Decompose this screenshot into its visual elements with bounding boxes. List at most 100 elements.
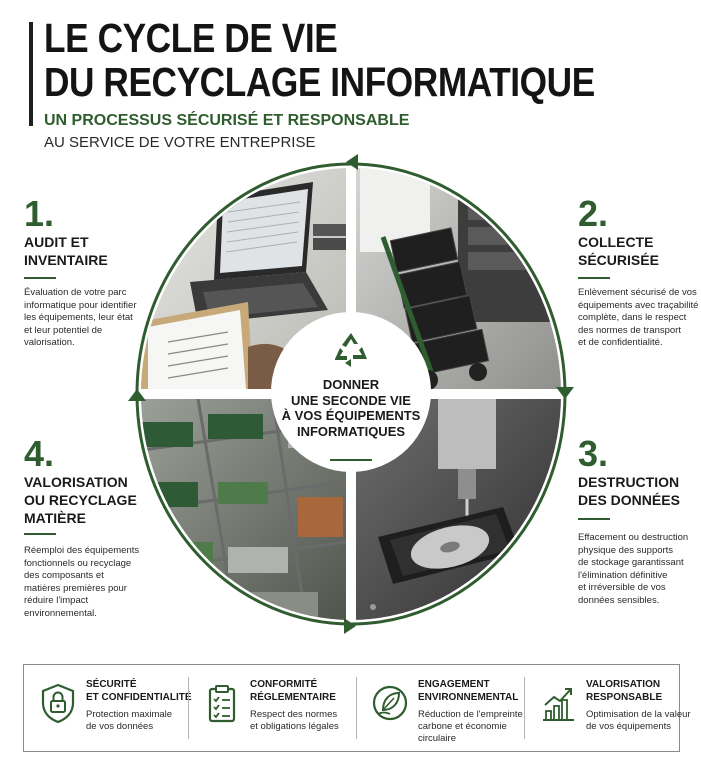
feature-desc-line: Optimisation de la valeur	[586, 709, 691, 720]
page-subtitle-secondary: AU SERVICE DE VOTRE ENTREPRISE	[44, 134, 316, 151]
step-3-number: 3.	[578, 433, 609, 474]
feature-desc-line: de vos équipements	[586, 721, 672, 732]
step-1-title: AUDIT ET INVENTAIRE	[24, 233, 108, 269]
center-divider	[330, 459, 372, 461]
feature-title: CONFORMITÉ RÉGLEMENTAIRE	[250, 678, 336, 704]
step-3-title: DESTRUCTION DES DONNÉES	[578, 473, 680, 509]
feature-title: ENGAGEMENT ENVIRONNEMENTAL	[418, 678, 518, 704]
step-4-title-line: OU RECYCLAGE	[24, 492, 137, 508]
center-message-line: À VOS ÉQUIPEMENTS	[281, 408, 421, 423]
page-subtitle-primary: UN PROCESSUS SÉCURISÉ ET RESPONSABLE	[44, 112, 410, 129]
step-2-desc-line: complète, dans le respect	[578, 312, 687, 323]
step-2-title-line: SÉCURISÉE	[578, 252, 659, 268]
center-message: DONNER UNE SECONDE VIE À VOS ÉQUIPEMENTS…	[271, 377, 431, 439]
step-4-title: VALORISATION OU RECYCLAGE MATIÈRE	[24, 473, 137, 527]
feature-desc-line: Respect des normes	[250, 709, 338, 720]
step-3-desc-line: de stockage garantissant	[578, 557, 684, 568]
step-2-divider	[578, 277, 610, 279]
padlock-shield-icon	[41, 683, 75, 723]
feature-desc-line: de vos données	[86, 721, 154, 732]
feature-security: SÉCURITÉ ET CONFIDENTIALITÉ Protection m…	[24, 665, 192, 751]
step-3-desc-line: l'élimination définitive	[578, 569, 668, 581]
step-3-desc-line: Effacement ou destruction	[578, 532, 689, 543]
step-1-desc-line: et leur potentiel de	[24, 324, 103, 336]
step-1-desc-line: Évaluation de votre parc	[24, 287, 127, 298]
step-4-desc-line: Réemploi des équipements	[24, 545, 140, 556]
step-4-desc-line: matières premières pour	[24, 582, 127, 594]
laptop-checklist-photo	[141, 168, 346, 389]
step-1-desc-line: les équipements, leur état	[24, 312, 133, 323]
feature-title-line: CONFORMITÉ	[250, 679, 318, 690]
page-title: LE CYCLE DE VIE DU RECYCLAGE INFORMATIQU…	[44, 16, 595, 104]
feature-description: Protection maximale de vos données	[86, 709, 172, 733]
clipboard-checklist-icon	[208, 685, 236, 723]
step-4-desc-line: réduire l'impact	[24, 595, 89, 606]
step-4-number: 4.	[24, 433, 55, 474]
recycle-icon	[335, 333, 367, 367]
step-4-desc-line: environnemental.	[24, 607, 97, 619]
features-panel: SÉCURITÉ ET CONFIDENTIALITÉ Protection m…	[23, 664, 691, 752]
step-1-description: Évaluation de votre parc informatique po…	[24, 287, 136, 350]
step-3-description: Effacement ou destruction physique des s…	[578, 532, 688, 607]
step-2-number: 2.	[578, 193, 609, 234]
page-title-line-1: LE CYCLE DE VIE	[44, 15, 338, 61]
step-1-number: 1.	[24, 193, 55, 234]
feature-divider	[524, 677, 525, 739]
step-4-divider	[24, 533, 56, 535]
step-2-title: COLLECTE SÉCURISÉE	[578, 233, 659, 269]
step-3-title-line: DESTRUCTION	[578, 474, 680, 490]
step-1-desc-line: valorisation.	[24, 337, 75, 348]
step-2-description: Enlèvement sécurisé de vos équipements a…	[578, 287, 698, 350]
step-4-desc-line: des composants et	[24, 570, 104, 581]
step-3-divider	[578, 518, 610, 520]
step-4-title-line: VALORISATION	[24, 474, 128, 490]
feature-title-line: ENVIRONNEMENTAL	[418, 692, 519, 703]
step-3-desc-line: et irréversible de vos	[578, 582, 666, 593]
feature-title-line: RESPONSABLE	[586, 692, 663, 703]
center-message-line: INFORMATIQUES	[296, 423, 406, 439]
arrow-icon-top	[346, 154, 358, 170]
step-4-description: Réemploi des équipements fonctionnels ou…	[24, 545, 139, 620]
feature-desc-line: Réduction de l'empreinte	[418, 709, 523, 720]
feature-title-line: VALORISATION	[586, 679, 661, 690]
step-3-desc-line: données sensibles.	[578, 594, 660, 606]
feature-desc-line: Protection maximale	[86, 709, 173, 720]
leaf-hand-icon	[372, 685, 408, 721]
feature-desc-line: carbone et économie	[418, 721, 507, 732]
step-2-desc-line: Enlèvement sécurisé de vos	[578, 287, 697, 298]
feature-title-line: ENGAGEMENT	[418, 679, 490, 690]
feature-divider	[188, 677, 189, 739]
arrow-icon-left	[128, 389, 146, 401]
feature-compliance: CONFORMITÉ RÉGLEMENTAIRE Respect des nor…	[188, 665, 356, 751]
feature-valorisation: VALORISATION RESPONSABLE Optimisation de…	[524, 665, 691, 751]
arrow-icon-right	[556, 387, 574, 399]
feature-desc-line: circulaire	[418, 733, 457, 744]
step-2-desc-line: des normes de transport	[578, 324, 681, 336]
step-2-desc-line: et de confidentialité.	[578, 337, 663, 348]
title-accent-bar	[29, 22, 33, 126]
center-message-line: UNE SECONDE VIE	[291, 392, 411, 408]
feature-title: VALORISATION RESPONSABLE	[586, 678, 662, 704]
feature-title-line: RÉGLEMENTAIRE	[250, 692, 336, 703]
feature-description: Réduction de l'empreinte carbone et écon…	[418, 709, 523, 745]
step-3-desc-line: physique des supports	[578, 544, 674, 556]
feature-environment: ENGAGEMENT ENVIRONNEMENTAL Réduction de …	[356, 665, 524, 751]
step-4-title-line: MATIÈRE	[24, 510, 86, 526]
step-2-desc-line: équipements avec traçabilité	[578, 299, 699, 311]
growth-chart-icon	[543, 688, 574, 721]
step-1-title-line: INVENTAIRE	[24, 252, 108, 268]
lifecycle-circle	[128, 154, 574, 634]
feature-description: Respect des normes et obligations légale…	[250, 709, 339, 733]
feature-title-line: ET CONFIDENTIALITÉ	[86, 692, 192, 703]
feature-divider	[356, 677, 357, 739]
step-1-divider	[24, 277, 56, 279]
step-3-title-line: DES DONNÉES	[578, 492, 680, 508]
step-1-title-line: AUDIT ET	[24, 234, 89, 250]
step-2-title-line: COLLECTE	[578, 234, 654, 250]
step-4-desc-line: fonctionnels ou recyclage	[24, 557, 132, 569]
arrow-icon-bottom	[344, 618, 356, 634]
page-title-line-2: DU RECYCLAGE INFORMATIQUE	[44, 59, 595, 105]
center-message-line: DONNER	[322, 377, 380, 392]
feature-description: Optimisation de la valeur de vos équipem…	[586, 709, 691, 733]
feature-title: SÉCURITÉ ET CONFIDENTIALITÉ	[86, 678, 192, 704]
